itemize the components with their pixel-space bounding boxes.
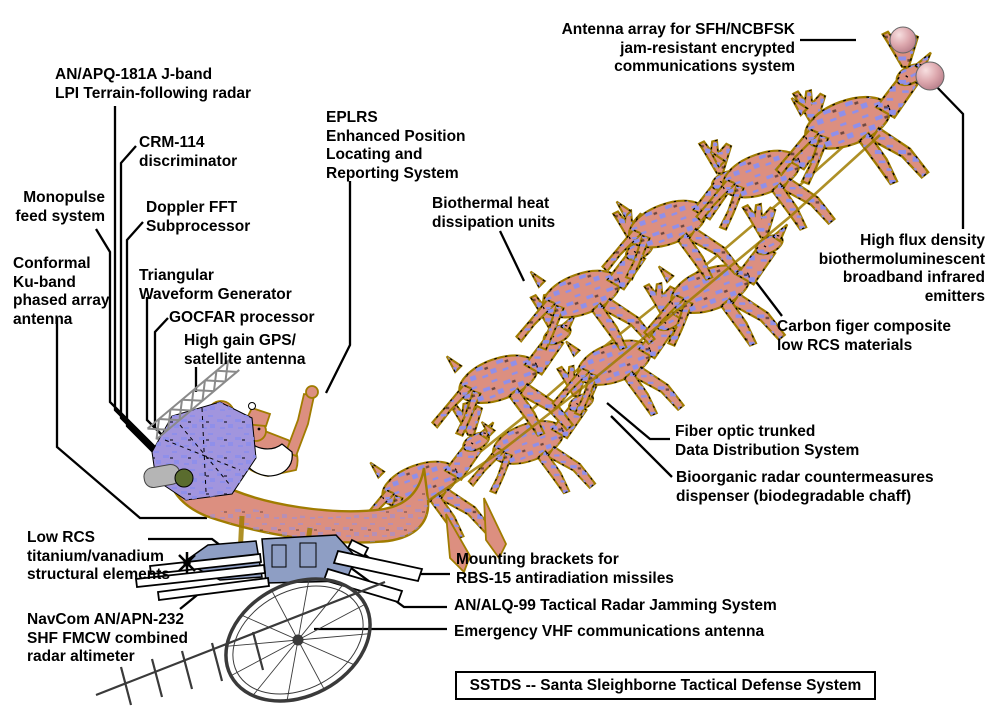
missile-rails (134, 553, 271, 602)
santa-arm (284, 392, 316, 458)
label-monopulse: Monopulse feed system (15, 189, 105, 225)
dish-wheel-antenna (95, 577, 386, 706)
jamming-pods (322, 538, 424, 604)
emitter-sphere-antler (889, 26, 917, 54)
label-gocfar: GOCFAR processor (169, 309, 315, 326)
equipment-rack (143, 401, 257, 501)
leader-conformal (55, 318, 207, 520)
santa-mitten (305, 385, 319, 399)
leader-high-flux (933, 83, 965, 229)
label-fiber: Fiber optic trunked Data Distribution Sy… (675, 423, 860, 459)
santa-hat-pom (248, 402, 256, 410)
label-navcom: NavCom AN/APN-232 SHF FMCW combined rada… (27, 611, 189, 665)
antenna-boom (95, 580, 386, 697)
santa-eye (257, 427, 261, 431)
label-gps: High gain GPS/ satellite antenna (184, 332, 306, 368)
label-alq99: AN/ALQ-99 Tactical Radar Jamming System (454, 597, 777, 614)
sensor-ball (174, 468, 194, 488)
label-conformal: Conformal Ku-band phased array antenna (13, 255, 110, 328)
label-mounting: Mounting brackets for RBS-15 antiradiati… (456, 551, 674, 587)
leader-eplrs (324, 181, 352, 394)
gps-antenna-art (146, 358, 240, 441)
label-biothermal: Biothermal heat dissipation units (432, 195, 556, 231)
deer-leg (445, 513, 471, 574)
label-bioorganic: Bioorganic radar countermeasures dispens… (676, 469, 934, 505)
harness-line-front (399, 134, 881, 522)
diagram-title: SSTDS -- Santa Sleighborne Tactical Defe… (469, 676, 862, 694)
label-carbon: Carbon figer composite low RCS materials (777, 318, 951, 354)
leader-monopulse (95, 228, 162, 454)
deer-leg (483, 497, 508, 560)
label-vhf: Emergency VHF communications antenna (454, 623, 765, 640)
leader-alq99 (346, 564, 447, 609)
label-high-flux: High flux density biothermoluminescent b… (818, 232, 985, 305)
wheel-hub (292, 634, 304, 646)
label-doppler: Doppler FFT Subprocessor (146, 199, 251, 235)
label-eplrs: EPLRS Enhanced Position Locating and Rep… (326, 109, 466, 182)
leader-apq181 (113, 106, 167, 462)
label-apq181: AN/APQ-181A J-band LPI Terrain-following… (55, 66, 252, 102)
yagi-antenna (119, 631, 265, 706)
label-triangular: Triangular Waveform Generator (139, 267, 292, 303)
label-low-rcs: Low RCS titanium/vanadium structural ele… (27, 529, 170, 583)
label-crm114: CRM-114 discriminator (139, 134, 238, 170)
leader-bioorganic (610, 415, 673, 478)
label-antenna-array: Antenna array for SFH/NCBFSK jam-resista… (561, 21, 795, 75)
propeller (178, 552, 196, 574)
title-box: SSTDS -- Santa Sleighborne Tactical Defe… (455, 671, 876, 700)
leader-crm114 (119, 145, 173, 470)
leader-biothermal (498, 230, 526, 282)
leader-fiber (606, 402, 670, 441)
emitter-sphere-nose (915, 61, 945, 91)
